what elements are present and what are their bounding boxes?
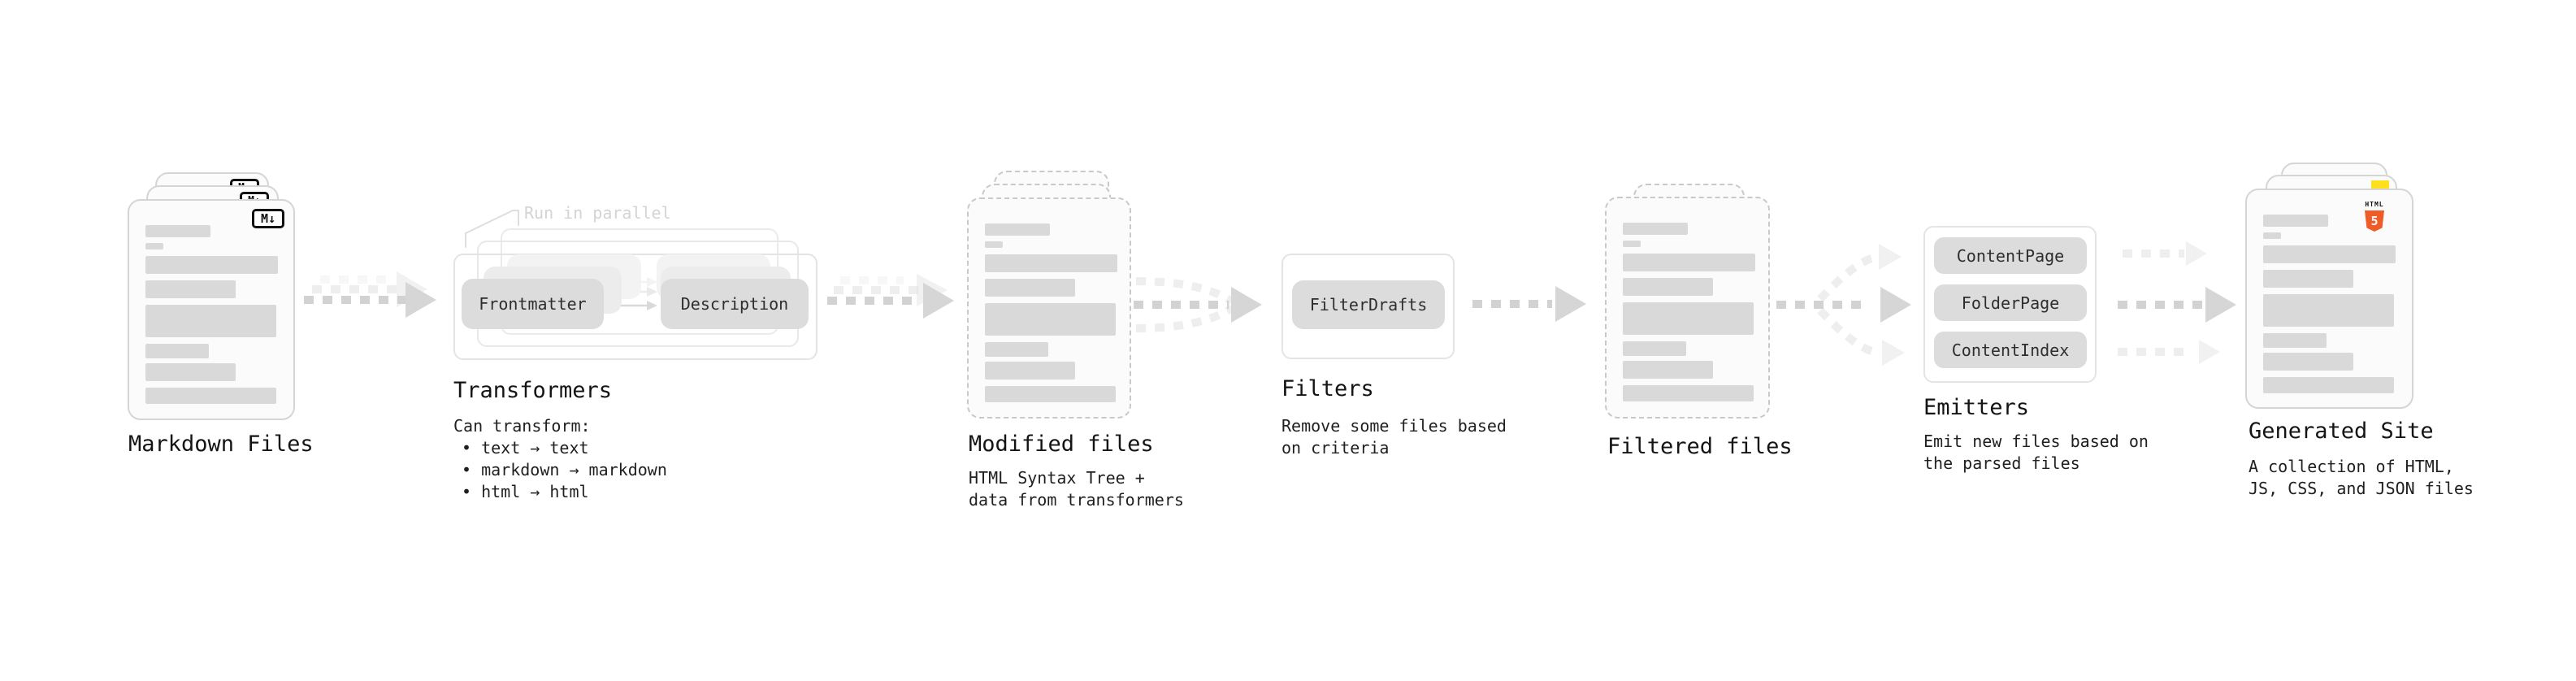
text-placeholder-bar xyxy=(1623,385,1754,401)
arrow-modified-to-filters xyxy=(1134,277,1262,332)
text-placeholder-bar xyxy=(2263,215,2328,227)
emitter-content-page-pill: ContentPage xyxy=(1934,237,2087,274)
text-placeholder-bar xyxy=(2263,377,2394,393)
text-placeholder-bar xyxy=(2263,294,2394,327)
arrow-transformers-to-modified xyxy=(827,274,954,319)
stage-description: Can transform: xyxy=(453,416,591,436)
text-placeholder-bar xyxy=(145,225,210,237)
text-placeholder-bar xyxy=(145,256,278,274)
document-card-front xyxy=(967,197,1131,419)
text-placeholder-bar xyxy=(1623,341,1686,356)
text-placeholder-bar xyxy=(2263,353,2353,371)
arrow-markdown-to-transformers xyxy=(304,271,436,318)
text-placeholder-bar xyxy=(2263,245,2396,263)
text-placeholder-bar xyxy=(985,241,1003,248)
text-placeholder-bar xyxy=(985,362,1075,380)
text-placeholder-bar xyxy=(145,305,276,337)
arrow-filtered-to-emitters xyxy=(1776,244,1911,366)
text-placeholder-bar xyxy=(145,344,209,358)
text-placeholder-bar xyxy=(145,243,163,249)
stage-description: HTML Syntax Tree + data from transformer… xyxy=(969,468,1184,510)
bullet-item: • text → text xyxy=(462,438,589,458)
run-in-parallel-leader-line xyxy=(465,210,519,248)
stage-label: Filters xyxy=(1281,376,1374,401)
text-placeholder-bar xyxy=(985,279,1075,297)
stage-label: Markdown Files xyxy=(128,432,314,457)
transformer-layer-front xyxy=(453,254,817,360)
text-placeholder-bar xyxy=(985,254,1117,272)
text-placeholder-bar xyxy=(2263,270,2353,288)
text-placeholder-bar xyxy=(1623,361,1713,379)
stage-label: Emitters xyxy=(1923,395,2030,420)
text-placeholder-bar xyxy=(145,388,276,404)
stage-description: Emit new files based on the parsed files xyxy=(1923,432,2149,473)
document-card-front: M↓ xyxy=(128,199,295,420)
text-placeholder-bar xyxy=(2263,333,2327,348)
text-placeholder-bar xyxy=(985,342,1048,357)
emitter-content-index-pill: ContentIndex xyxy=(1934,332,2087,368)
text-placeholder-bar xyxy=(2263,232,2281,239)
run-in-parallel-annotation: Run in parallel xyxy=(524,203,671,223)
stage-label: Modified files xyxy=(969,432,1154,457)
stage-description: Remove some files based on criteria xyxy=(1281,416,1507,458)
document-card-front xyxy=(1605,197,1770,419)
stage-description: A collection of HTML, JS, CSS, and JSON … xyxy=(2249,457,2474,498)
stage-label: Transformers xyxy=(453,378,613,403)
text-placeholder-bar xyxy=(1623,278,1713,296)
stage-label: Filtered files xyxy=(1607,434,1793,459)
arrow-emitters-to-generated xyxy=(2118,241,2236,364)
bullet-item: • html → html xyxy=(462,482,589,501)
bullet-item: • markdown → markdown xyxy=(462,460,667,479)
text-placeholder-bar xyxy=(145,363,236,381)
filters-box xyxy=(1281,254,1455,359)
markdown-icon: M↓ xyxy=(252,209,284,228)
js-file-icon xyxy=(2371,180,2389,189)
filter-drafts-pill: FilterDrafts xyxy=(1292,280,1445,329)
transformer-frontmatter-pill: Frontmatter xyxy=(462,279,604,329)
transformer-description-pill: Description xyxy=(661,279,809,329)
text-placeholder-bar xyxy=(1623,302,1754,335)
emitters-box xyxy=(1923,226,2097,383)
emitter-folder-page-pill: FolderPage xyxy=(1934,284,2087,321)
text-placeholder-bar xyxy=(1623,241,1641,247)
text-placeholder-bar xyxy=(985,386,1116,402)
arrow-filters-to-filtered xyxy=(1472,286,1586,322)
text-placeholder-bar xyxy=(145,280,236,298)
text-placeholder-bar xyxy=(985,223,1050,236)
text-placeholder-bar xyxy=(1623,223,1688,235)
html5-icon: HTML 5 xyxy=(2365,194,2384,232)
text-placeholder-bar xyxy=(1623,254,1755,271)
document-card-front: HTML 5 xyxy=(2245,189,2413,409)
stage-label: Generated Site xyxy=(2249,419,2434,444)
text-placeholder-bar xyxy=(985,303,1116,336)
